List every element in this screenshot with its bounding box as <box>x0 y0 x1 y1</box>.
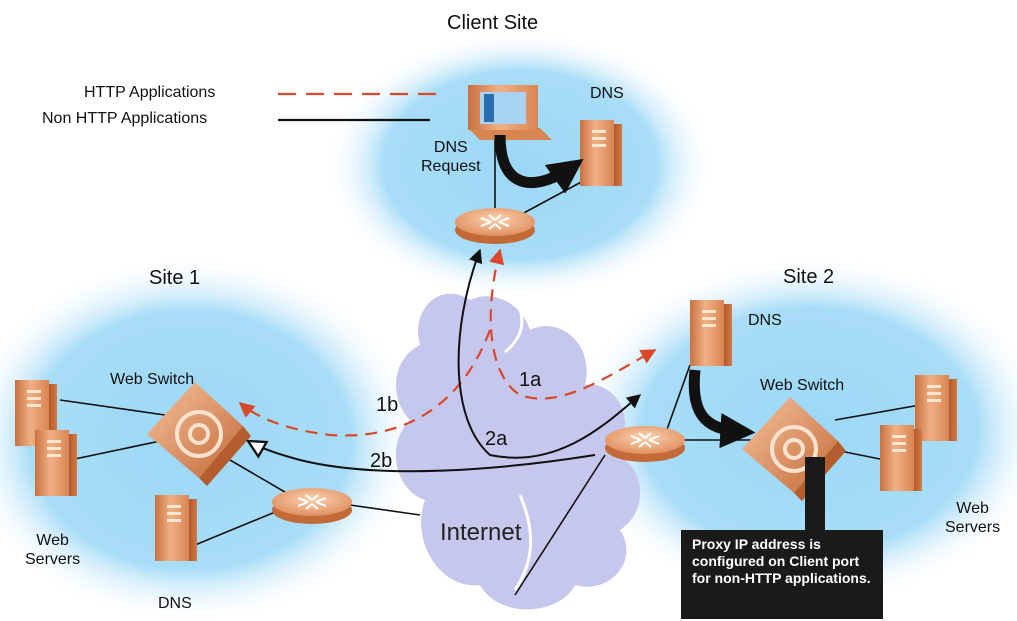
site1-web-switch-label: Web Switch <box>110 371 195 388</box>
site1-dns-label: DNS <box>158 595 192 612</box>
site2-dns-server-icon <box>690 300 732 366</box>
site1-web-server-icon <box>35 430 77 496</box>
site2-dns-label: DNS <box>748 312 782 329</box>
site2-web-server-icon <box>880 425 922 491</box>
client-router-icon <box>454 207 536 245</box>
client-site-title: Client Site <box>447 12 539 34</box>
step-1b-label: 1b <box>376 394 399 416</box>
step-2b-label: 2b <box>370 450 393 472</box>
client-computer-icon <box>468 85 552 140</box>
dns-request-arrow <box>494 134 584 194</box>
site2-dns-forward-arrow <box>688 369 756 449</box>
legend-http-label: HTTP Applications <box>84 84 216 101</box>
site1-router-icon <box>271 487 353 525</box>
internet-label: Internet <box>440 519 522 546</box>
step-1a-label: 1a <box>519 369 542 391</box>
site2-title: Site 2 <box>783 266 835 288</box>
http-path-1b <box>238 329 492 437</box>
legend-non-http-label: Non HTTP Applications <box>42 110 208 127</box>
callout-pointer <box>805 457 825 532</box>
proxy-note-text: Proxy IP address is configured on Client… <box>692 536 871 586</box>
site1-web-servers-label: Web Servers <box>25 532 81 568</box>
proxy-note-box <box>681 530 883 619</box>
site2-web-switch-label: Web Switch <box>760 377 845 394</box>
client-dns-label: DNS <box>590 85 624 102</box>
dns-request-label: DNS Request <box>421 139 481 175</box>
non-http-path-2a <box>457 248 642 459</box>
client-dns-server-icon <box>580 120 622 186</box>
client-site-area <box>325 30 715 300</box>
site1-dns-server-icon <box>155 495 197 561</box>
site1-title: Site 1 <box>149 267 201 289</box>
site2-web-servers-label: Web Servers <box>945 500 1001 536</box>
non-http-path-2b <box>248 441 596 473</box>
step-2a-label: 2a <box>485 428 508 450</box>
site2-router-icon <box>604 425 686 463</box>
